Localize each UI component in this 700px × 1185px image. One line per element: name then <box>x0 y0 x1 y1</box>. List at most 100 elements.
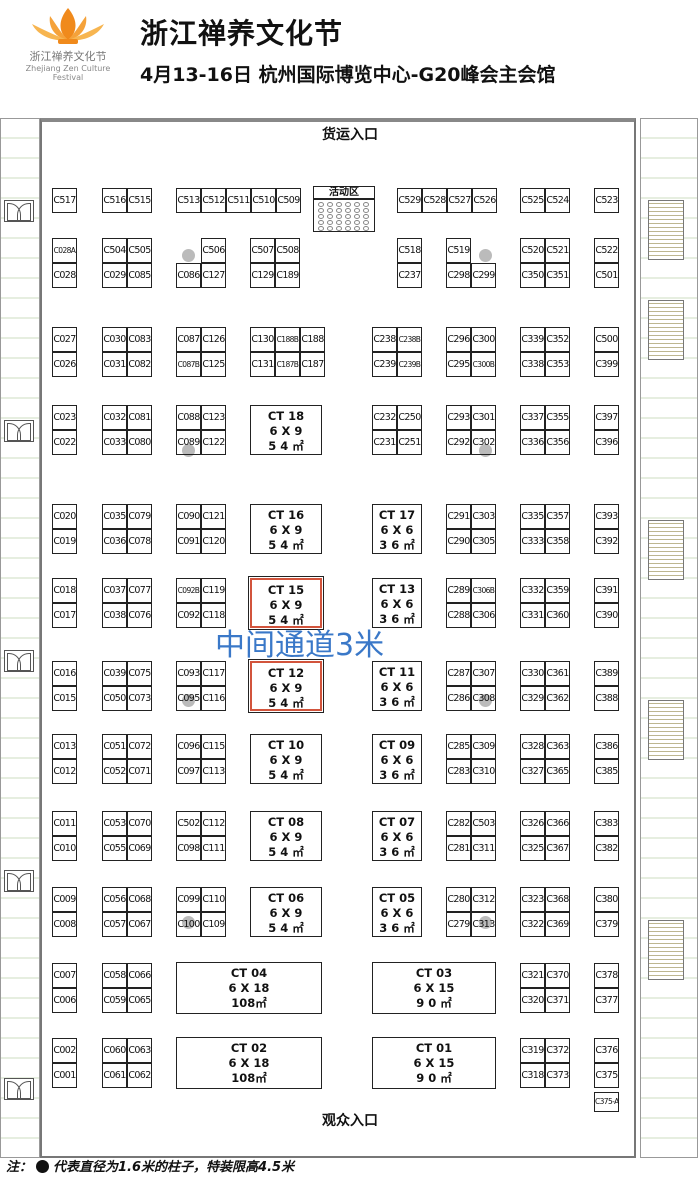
booth-c309[interactable]: C309 <box>471 734 496 759</box>
booth-c118[interactable]: C118 <box>201 603 226 628</box>
booth-c098[interactable]: C098 <box>176 836 201 861</box>
booth-c113[interactable]: C113 <box>201 759 226 784</box>
booth-c187[interactable]: C187 <box>300 352 325 377</box>
booth-c063[interactable]: C063 <box>127 1038 152 1063</box>
booth-c095[interactable]: C095 <box>176 686 201 711</box>
booth-c092b[interactable]: C092B <box>176 578 201 603</box>
booth-c307[interactable]: C307 <box>471 661 496 686</box>
booth-c367[interactable]: C367 <box>545 836 570 861</box>
booth-c066[interactable]: C066 <box>127 963 152 988</box>
booth-c379[interactable]: C379 <box>594 912 619 937</box>
booth-c123[interactable]: C123 <box>201 405 226 430</box>
booth-c515[interactable]: C515 <box>127 188 152 213</box>
booth-c016[interactable]: C016 <box>52 661 77 686</box>
booth-c363[interactable]: C363 <box>545 734 570 759</box>
booth-c308[interactable]: C308 <box>471 686 496 711</box>
booth-c239[interactable]: C239 <box>372 352 397 377</box>
booth-c321[interactable]: C321 <box>520 963 545 988</box>
booth-c012[interactable]: C012 <box>52 759 77 784</box>
booth-c285[interactable]: C285 <box>446 734 471 759</box>
booth-c372[interactable]: C372 <box>545 1038 570 1063</box>
booth-c339[interactable]: C339 <box>520 327 545 352</box>
booth-c009[interactable]: C009 <box>52 887 77 912</box>
booth-c336[interactable]: C336 <box>520 430 545 455</box>
booth-c305[interactable]: C305 <box>471 529 496 554</box>
booth-c002[interactable]: C002 <box>52 1038 77 1063</box>
booth-c527[interactable]: C527 <box>447 188 472 213</box>
booth-c382[interactable]: C382 <box>594 836 619 861</box>
booth-c092[interactable]: C092 <box>176 603 201 628</box>
booth-c050[interactable]: C050 <box>102 686 127 711</box>
booth-c096[interactable]: C096 <box>176 734 201 759</box>
booth-c007[interactable]: C007 <box>52 963 77 988</box>
booth-c502[interactable]: C502 <box>176 811 201 836</box>
booth-c369[interactable]: C369 <box>545 912 570 937</box>
booth-c058[interactable]: C058 <box>102 963 127 988</box>
booth-c032[interactable]: C032 <box>102 405 127 430</box>
booth-c353[interactable]: C353 <box>545 352 570 377</box>
booth-c122[interactable]: C122 <box>201 430 226 455</box>
booth-c331[interactable]: C331 <box>520 603 545 628</box>
booth-c506[interactable]: C506 <box>201 238 226 263</box>
booth-c501[interactable]: C501 <box>594 263 619 288</box>
booth-c391[interactable]: C391 <box>594 578 619 603</box>
booth-c396[interactable]: C396 <box>594 430 619 455</box>
booth-c119[interactable]: C119 <box>201 578 226 603</box>
booth-c292[interactable]: C292 <box>446 430 471 455</box>
booth-c513[interactable]: C513 <box>176 188 201 213</box>
booth-c052[interactable]: C052 <box>102 759 127 784</box>
booth-c126[interactable]: C126 <box>201 327 226 352</box>
booth-c120[interactable]: C120 <box>201 529 226 554</box>
booth-c311[interactable]: C311 <box>471 836 496 861</box>
booth-c072[interactable]: C072 <box>127 734 152 759</box>
booth-c375[interactable]: C375 <box>594 1063 619 1088</box>
booth-c507[interactable]: C507 <box>250 238 275 263</box>
booth-c518[interactable]: C518 <box>397 238 422 263</box>
booth-c026[interactable]: C026 <box>52 352 77 377</box>
booth-c055[interactable]: C055 <box>102 836 127 861</box>
booth-c087b[interactable]: C087B <box>176 352 201 377</box>
booth-c352[interactable]: C352 <box>545 327 570 352</box>
booth-c368[interactable]: C368 <box>545 887 570 912</box>
booth-c083[interactable]: C083 <box>127 327 152 352</box>
booth-c357[interactable]: C357 <box>545 504 570 529</box>
booth-c088[interactable]: C088 <box>176 405 201 430</box>
booth-c385[interactable]: C385 <box>594 759 619 784</box>
booth-c011[interactable]: C011 <box>52 811 77 836</box>
booth-c310[interactable]: C310 <box>471 759 496 784</box>
booth-c313[interactable]: C313 <box>471 912 496 937</box>
booth-c286[interactable]: C286 <box>446 686 471 711</box>
activity-area[interactable]: 活动区 <box>313 186 375 232</box>
booth-c036[interactable]: C036 <box>102 529 127 554</box>
booth-c097[interactable]: C097 <box>176 759 201 784</box>
booth-c250[interactable]: C250 <box>397 405 422 430</box>
booth-c030[interactable]: C030 <box>102 327 127 352</box>
booth-c397[interactable]: C397 <box>594 405 619 430</box>
booth-c082[interactable]: C082 <box>127 352 152 377</box>
booth-c312[interactable]: C312 <box>471 887 496 912</box>
booth-c360[interactable]: C360 <box>545 603 570 628</box>
booth-c057[interactable]: C057 <box>102 912 127 937</box>
booth-c028[interactable]: C028 <box>52 263 77 288</box>
booth-c504[interactable]: C504 <box>102 238 127 263</box>
booth-c296[interactable]: C296 <box>446 327 471 352</box>
booth-c318[interactable]: C318 <box>520 1063 545 1088</box>
booth-c033[interactable]: C033 <box>102 430 127 455</box>
booth-c281[interactable]: C281 <box>446 836 471 861</box>
booth-c528[interactable]: C528 <box>422 188 447 213</box>
booth-c078[interactable]: C078 <box>127 529 152 554</box>
booth-c117[interactable]: C117 <box>201 661 226 686</box>
booth-c131[interactable]: C131 <box>250 352 275 377</box>
booth-c020[interactable]: C020 <box>52 504 77 529</box>
booth-c015[interactable]: C015 <box>52 686 77 711</box>
booth-c323[interactable]: C323 <box>520 887 545 912</box>
booth-c051[interactable]: C051 <box>102 734 127 759</box>
booth-c359[interactable]: C359 <box>545 578 570 603</box>
booth-c377[interactable]: C377 <box>594 988 619 1013</box>
booth-c239b[interactable]: C239B <box>397 352 422 377</box>
booth-c081[interactable]: C081 <box>127 405 152 430</box>
